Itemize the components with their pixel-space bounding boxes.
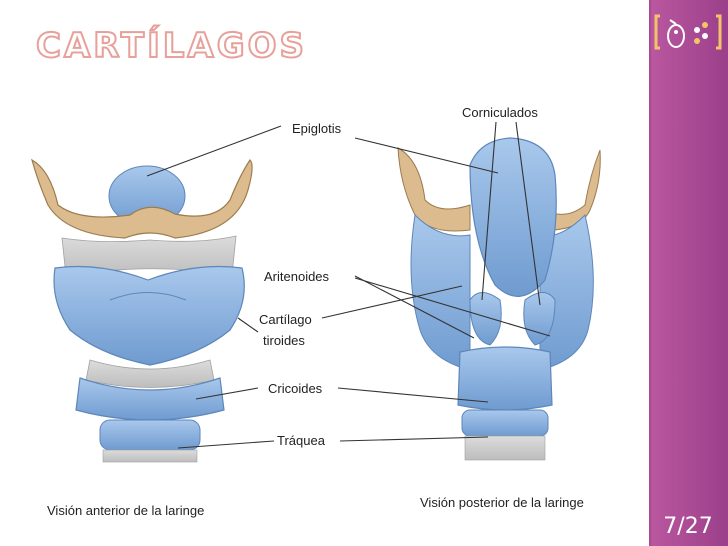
label-aritenoides: Aritenoides [264,269,330,284]
larynx-illustrations [31,121,601,463]
label-epiglotis: Epiglotis [292,121,342,136]
label-cartilago-line1: Cartílago [259,312,312,327]
label-corniculados: Corniculados [462,105,538,120]
label-traquea: Tráquea [277,433,325,448]
posterior-larynx [397,137,601,461]
face-logo-icon [654,14,722,50]
leader-lines [146,121,551,449]
label-cricoides: Cricoides [268,381,323,396]
label-cartilago-line2: tiroides [263,333,305,348]
caption-anterior: Visión anterior de la laringe [47,503,205,518]
page-number: 7/27 [663,514,713,539]
anterior-larynx [31,158,253,463]
sidebar-bar [649,0,728,546]
caption-posterior: Visión posterior de la laringe [420,495,584,510]
slide-title: CARTÍLAGOS [35,25,308,67]
